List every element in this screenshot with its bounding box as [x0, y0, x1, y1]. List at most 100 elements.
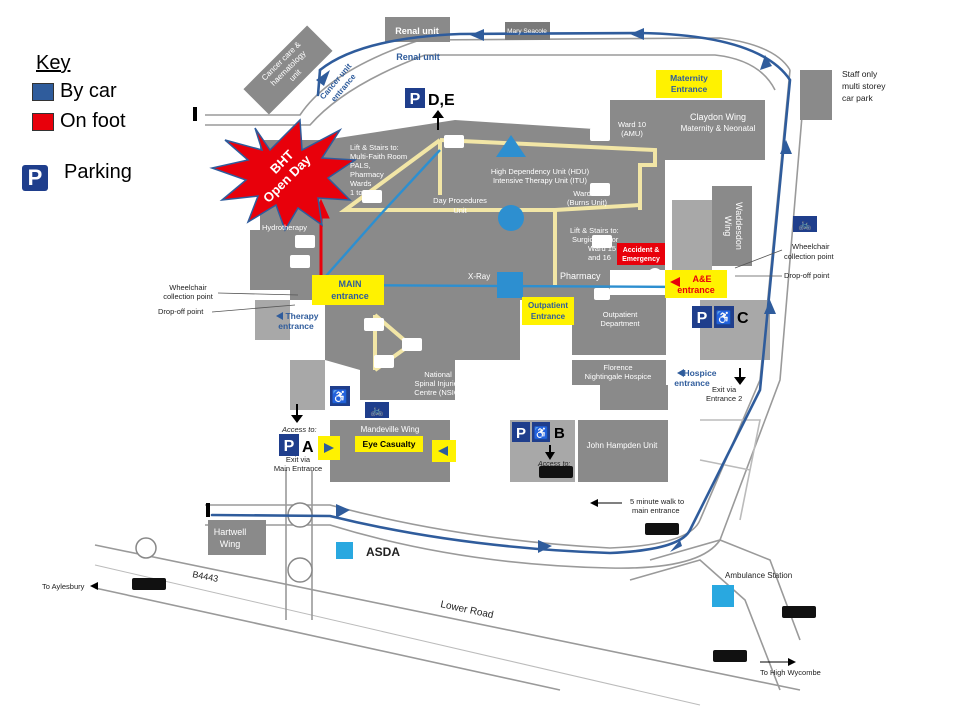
therapy-entrance-label: Therapy: [285, 311, 318, 321]
therapy-entrance-label: entrance: [278, 321, 314, 331]
lift-left-line: Wards: [350, 179, 372, 188]
wheelchair-left-label: Wheelchair: [169, 283, 207, 292]
waddesdon-line: Waddesdon: [734, 202, 744, 250]
road-network: [94, 37, 806, 706]
exit-entrance2-label: Exit via: [712, 385, 737, 394]
leader-lines: [734, 249, 783, 277]
waddesdon-label: Waddesdon Wing: [723, 202, 744, 250]
ae-entrance-label: A&E: [692, 274, 711, 284]
dropoff-left-label: Drop-off point: [158, 307, 204, 316]
accident-emergency-label: Accident &: [623, 247, 660, 254]
ambulance-square: [712, 585, 734, 607]
lift-right-line: Lift & Stairs to:: [570, 226, 619, 235]
lift-right-line: and 16: [588, 253, 611, 262]
exit-main-label: Exit via: [286, 455, 311, 464]
entrance-boxes: Maternity Entrance MAIN entrance Outpati…: [276, 70, 727, 462]
wheelchair-right-label: collection point: [784, 252, 835, 261]
open-day-badge: BHT Open Day: [209, 118, 358, 232]
mary-seacole-label: Mary Seacole: [507, 28, 547, 35]
hartwell-label: Hartwell: [214, 527, 247, 537]
wheelchair-icon: ♿: [534, 426, 549, 440]
by-car-label: By car: [60, 80, 117, 102]
lift-left-line: 1 to 9: [350, 188, 369, 197]
ward11-label: (Burns Unit): [567, 198, 608, 207]
aylesbury-arrow: [90, 582, 98, 590]
nsic-label: Centre (NSIC): [414, 388, 462, 397]
key-title: Key: [36, 52, 71, 74]
foot-swatch: [32, 112, 54, 131]
hospice-entrance-label: Hospice: [683, 368, 716, 378]
parking-c-p-icon: P: [697, 310, 708, 327]
bus-icons: [132, 466, 816, 662]
hospice-entrance-label: entrance: [674, 378, 710, 388]
access-to-b-label: Access to:: [537, 461, 570, 468]
exit-main-label: Main Entrance: [274, 464, 322, 473]
outpatient-dept-label: Outpatient: [603, 310, 639, 319]
maternity-entrance-label: Entrance: [671, 84, 708, 94]
maternity-entrance-label: Maternity: [670, 73, 708, 83]
hdu-label: High Dependency Unit (HDU): [491, 167, 590, 176]
florence-label: Nightingale Hospice: [585, 372, 652, 381]
john-hampden-building: [578, 420, 668, 482]
leader-lines: [211, 292, 299, 313]
car-route-arrows: [316, 28, 792, 553]
ward10-label: Ward 10: [618, 120, 646, 129]
key-parking: P Parking: [22, 161, 132, 191]
accident-emergency-label: Emergency: [622, 256, 660, 263]
nsic-label: National: [424, 370, 452, 379]
asda-square: [336, 542, 353, 559]
road-marker: [193, 107, 197, 121]
wheelchair-right-label: Wheelchair: [792, 242, 830, 251]
eye-casualty-label: Eye Casualty: [363, 439, 416, 449]
mandeville-label: Mandeville Wing: [361, 425, 420, 434]
florence-label: Florence: [603, 363, 632, 372]
ward10-label: (AMU): [621, 129, 643, 138]
parking-de-p-icon: P: [410, 91, 421, 108]
parking-signs: P D,E P ♿ C P A P ♿ B ♿ 🚲 🚲: [279, 88, 817, 460]
day-procedures-label: Unit: [453, 206, 467, 215]
parking-a-p-icon: P: [284, 438, 295, 455]
facility-icons: [290, 128, 662, 368]
claydon-label: Claydon Wing: [690, 112, 746, 122]
waddesdon-line: Wing: [723, 216, 733, 237]
hartwell-label: Wing: [220, 539, 241, 549]
staff-carpark-building: [800, 70, 832, 120]
outpatient-dept-label: Department: [600, 319, 640, 328]
parking-de-letters: D,E: [428, 92, 455, 109]
lift-left-line: Multi-Faith Room: [350, 152, 407, 161]
wheelchair-left-label: collection point: [163, 292, 214, 301]
dropoff-right-label: Drop-off point: [784, 271, 830, 280]
claydon-sublabel: Maternity & Neonatal: [681, 124, 756, 133]
lift-left-line: PALS,: [350, 161, 371, 170]
main-entrance-label: entrance: [331, 291, 369, 301]
high-wycombe-label: To High Wycombe: [760, 668, 821, 677]
bicycle-icon: 🚲: [370, 405, 384, 417]
staff-carpark-label: car park: [842, 93, 873, 103]
outpatient-entrance-label: Outpatient: [528, 301, 568, 310]
car-route: [210, 31, 792, 555]
key-by-car: By car: [32, 80, 117, 103]
aylesbury-label: To Aylesbury: [42, 582, 85, 591]
xray-label: X-Ray: [468, 272, 490, 281]
access-to-a-label: Access to:: [281, 425, 317, 434]
john-hampden-label: John Hampden Unit: [587, 441, 658, 450]
parking-icon: P: [22, 165, 48, 191]
key-on-foot: On foot: [32, 110, 126, 133]
car-swatch: [32, 82, 54, 101]
parking-c-letter: C: [737, 310, 749, 327]
renal-label: Renal unit: [395, 26, 439, 36]
on-foot-label: On foot: [60, 110, 126, 132]
high-wycombe-arrow: [788, 658, 796, 666]
staff-carpark-label: multi storey: [842, 81, 886, 91]
outpatient-entrance-label: Entrance: [531, 312, 566, 321]
xray-square: [497, 272, 523, 298]
exit-entrance2-label: Entrance 2: [706, 394, 742, 403]
ae-entrance-label: entrance: [677, 285, 715, 295]
nsic-label: Spinal Injuries: [414, 379, 461, 388]
walk-label: 5 minute walk to: [630, 497, 684, 506]
day-procedures-circle: [498, 205, 524, 231]
parking-b-p-icon: P: [516, 425, 526, 442]
lift-left-line: Lift & Stairs to:: [350, 143, 399, 152]
outpatient-building: [572, 295, 666, 355]
